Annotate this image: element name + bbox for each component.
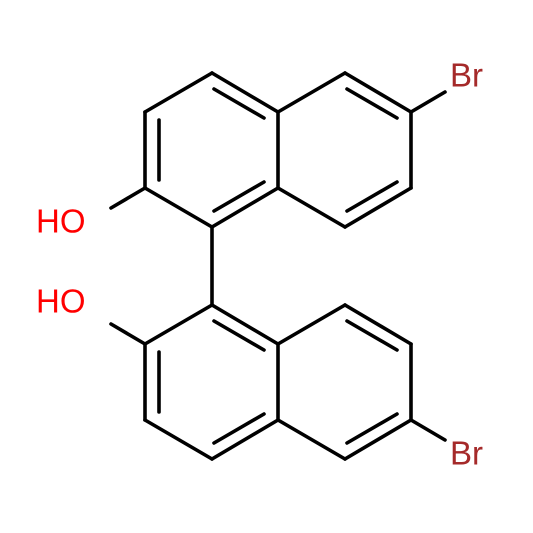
bromine-label-bottom: Br	[450, 435, 483, 472]
double-bond-c8a-c1-lower	[212, 319, 266, 352]
double-bond-c4-c4a-lower	[212, 412, 266, 445]
bond-c6-br-upper	[409, 90, 447, 114]
bond-c3-c4-upper	[143, 71, 214, 114]
bond-c5-c6-upper	[343, 71, 413, 114]
bond-c4-c4a-lower	[210, 418, 280, 461]
hydroxyl-label-bottom: HO	[36, 283, 86, 320]
double-bond-c4-c4a-upper	[212, 87, 266, 120]
bond-c7-c8-upper	[343, 186, 413, 229]
bond-c1-c2-upper	[143, 186, 214, 229]
bond-c1-c2-lower	[143, 303, 214, 346]
bond-c8a-c8-lower	[276, 303, 347, 346]
bond-c3-c4-lower	[143, 418, 214, 461]
hydroxyl-label-top: HO	[36, 203, 86, 240]
bond-c8-c7-lower	[343, 303, 413, 346]
bond-c8-c8a-upper	[276, 186, 347, 229]
double-bond-c5-c6-upper	[345, 87, 399, 120]
upper-naphthalene	[109, 71, 447, 229]
bond-c8a-c1-lower	[210, 303, 280, 346]
double-bond-c7-c8-upper	[345, 180, 399, 213]
bond-c4a-c5-upper	[276, 71, 347, 114]
double-bond-c8-c7-lower	[345, 319, 399, 352]
bond-c4-c4a-upper	[210, 71, 280, 114]
lower-naphthalene	[109, 303, 447, 461]
bond-c5-c4a-lower	[276, 418, 347, 461]
bromine-label-top: Br	[450, 57, 483, 94]
double-bond-c8a-c1-upper	[212, 180, 266, 213]
bond-c2-o-lower	[109, 322, 147, 346]
double-bond-c6-c5-lower	[345, 412, 399, 445]
bond-c8a-c1-upper	[210, 186, 280, 229]
bond-c2-o-upper	[109, 186, 147, 210]
bond-c6-br-lower	[409, 418, 447, 442]
bond-c6-c5-lower	[343, 418, 413, 461]
